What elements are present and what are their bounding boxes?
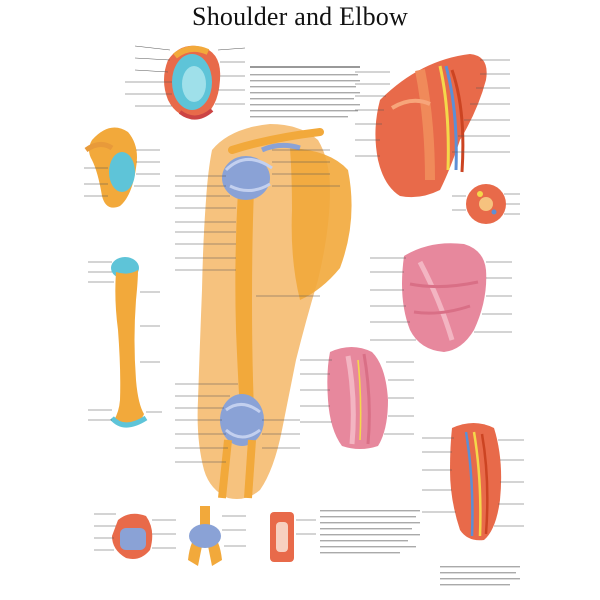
- arm-label-lines: [175, 149, 340, 463]
- publisher-block: [440, 566, 520, 586]
- cross-section-label-lines: [452, 193, 520, 215]
- elbow-joint-posterior-illustration: [270, 512, 294, 562]
- humerus-bone-illustration: [110, 257, 148, 428]
- elbow-joint-lateral-illustration: [188, 506, 222, 566]
- shoulder-joint-section-illustration: [164, 45, 221, 120]
- elbow-joint-anterior-illustration: [112, 513, 153, 559]
- elbow-muscles-label-lines: [422, 437, 524, 527]
- arm-muscles-label-lines: [300, 359, 414, 435]
- shoulder-muscles-posterior-illustration: [402, 243, 487, 352]
- posterior-label-lines: [370, 257, 512, 341]
- arm-illustration: [197, 124, 352, 499]
- shoulder-muscles-label-lines: [355, 59, 510, 157]
- scapula-lateral-illustration: [84, 127, 137, 208]
- elbow-joint-label-lines: [94, 513, 316, 551]
- arm-muscles-anterior-illustration: [327, 347, 388, 449]
- humerus-label-lines: [88, 261, 162, 421]
- poster-title: Shoulder and Elbow: [192, 2, 408, 31]
- text-block-bottom: [320, 510, 420, 554]
- text-block-top: [250, 66, 360, 118]
- section-label-lines: [125, 45, 246, 107]
- elbow-muscles-illustration: [450, 423, 502, 541]
- shoulder-muscles-illustration: [375, 54, 487, 198]
- scapula-label-lines: [84, 149, 160, 197]
- arm-cross-section-illustration: [466, 184, 506, 224]
